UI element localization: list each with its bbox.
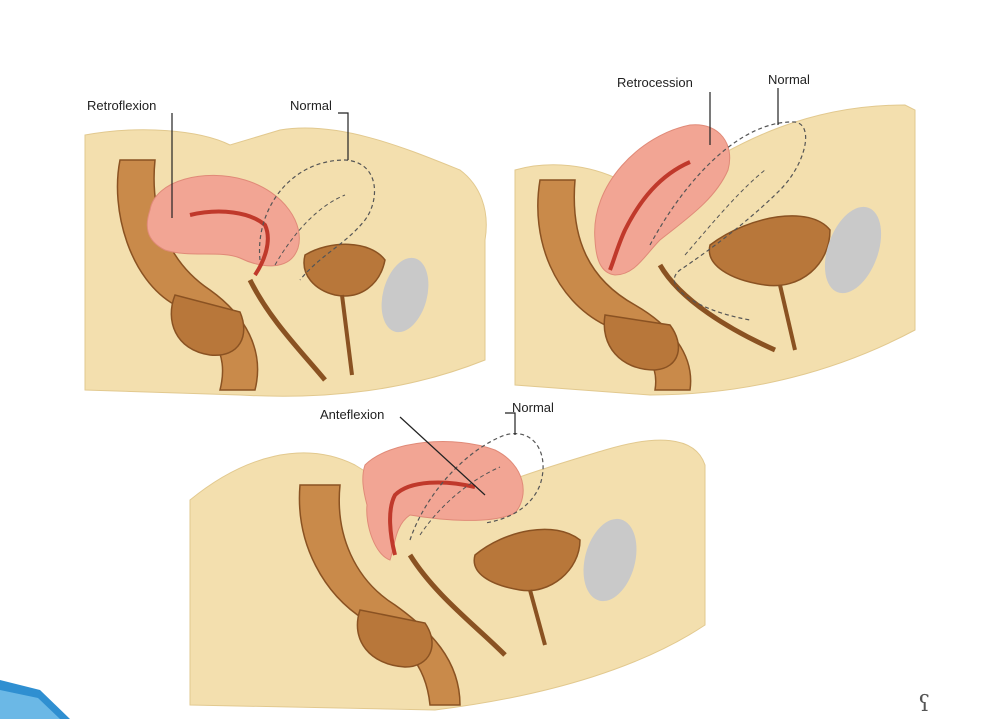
retroflexion-diagram: Retroflexion Normal bbox=[80, 90, 500, 410]
normal-label-retroflexion: Normal bbox=[290, 98, 332, 113]
uterus-retroflexed bbox=[146, 174, 300, 267]
rectal-ampulla bbox=[170, 294, 245, 356]
ribbon-highlight bbox=[0, 690, 60, 719]
anteflexion-illustration bbox=[189, 412, 706, 711]
urethra bbox=[528, 589, 547, 646]
normal-position-outline bbox=[258, 159, 376, 281]
uterus-anteflexed bbox=[362, 441, 524, 561]
normal-label-anteflexion: Normal bbox=[512, 400, 554, 415]
pubic-bone bbox=[381, 257, 429, 333]
rectal-ampulla bbox=[356, 609, 433, 668]
bladder bbox=[708, 215, 831, 287]
bladder bbox=[303, 243, 386, 297]
uterine-cavity bbox=[189, 209, 270, 277]
retrocession-diagram: Retrocession Normal bbox=[510, 70, 930, 400]
anteflexion-label: Anteflexion bbox=[320, 407, 385, 422]
bladder bbox=[473, 528, 581, 592]
pubic-bone bbox=[583, 518, 637, 602]
vaginal-canal bbox=[407, 553, 507, 657]
urethra bbox=[778, 284, 797, 351]
anteflexion-leader-line bbox=[399, 416, 486, 496]
pubic-bone bbox=[824, 206, 882, 294]
vaginal-canal bbox=[657, 263, 777, 353]
retroflexion-label: Retroflexion bbox=[87, 98, 157, 113]
normal-label-retrocession: Normal bbox=[768, 72, 810, 87]
normal-position-outline bbox=[409, 433, 544, 541]
normal-leader-line bbox=[505, 412, 516, 435]
urethra bbox=[340, 294, 354, 376]
normal-leader-line bbox=[338, 112, 349, 160]
retroflexion-illustration bbox=[84, 112, 487, 397]
uterus-retrocessed bbox=[594, 124, 731, 276]
normal-position-outline bbox=[649, 121, 807, 321]
vaginal-canal bbox=[247, 278, 327, 382]
rectal-ampulla bbox=[603, 314, 680, 371]
normal-cavity-outline bbox=[684, 169, 766, 256]
slide-corner-ribbon bbox=[0, 680, 70, 719]
anteflexion-diagram: Anteflexion Normal bbox=[185, 395, 715, 715]
retrocession-label: Retrocession bbox=[617, 75, 693, 90]
uterine-cavity bbox=[388, 480, 476, 556]
uterine-cavity bbox=[608, 160, 691, 271]
retrocession-illustration bbox=[514, 88, 916, 396]
corner-glyph: ʕ bbox=[918, 692, 930, 717]
normal-cavity-outline bbox=[274, 194, 346, 266]
